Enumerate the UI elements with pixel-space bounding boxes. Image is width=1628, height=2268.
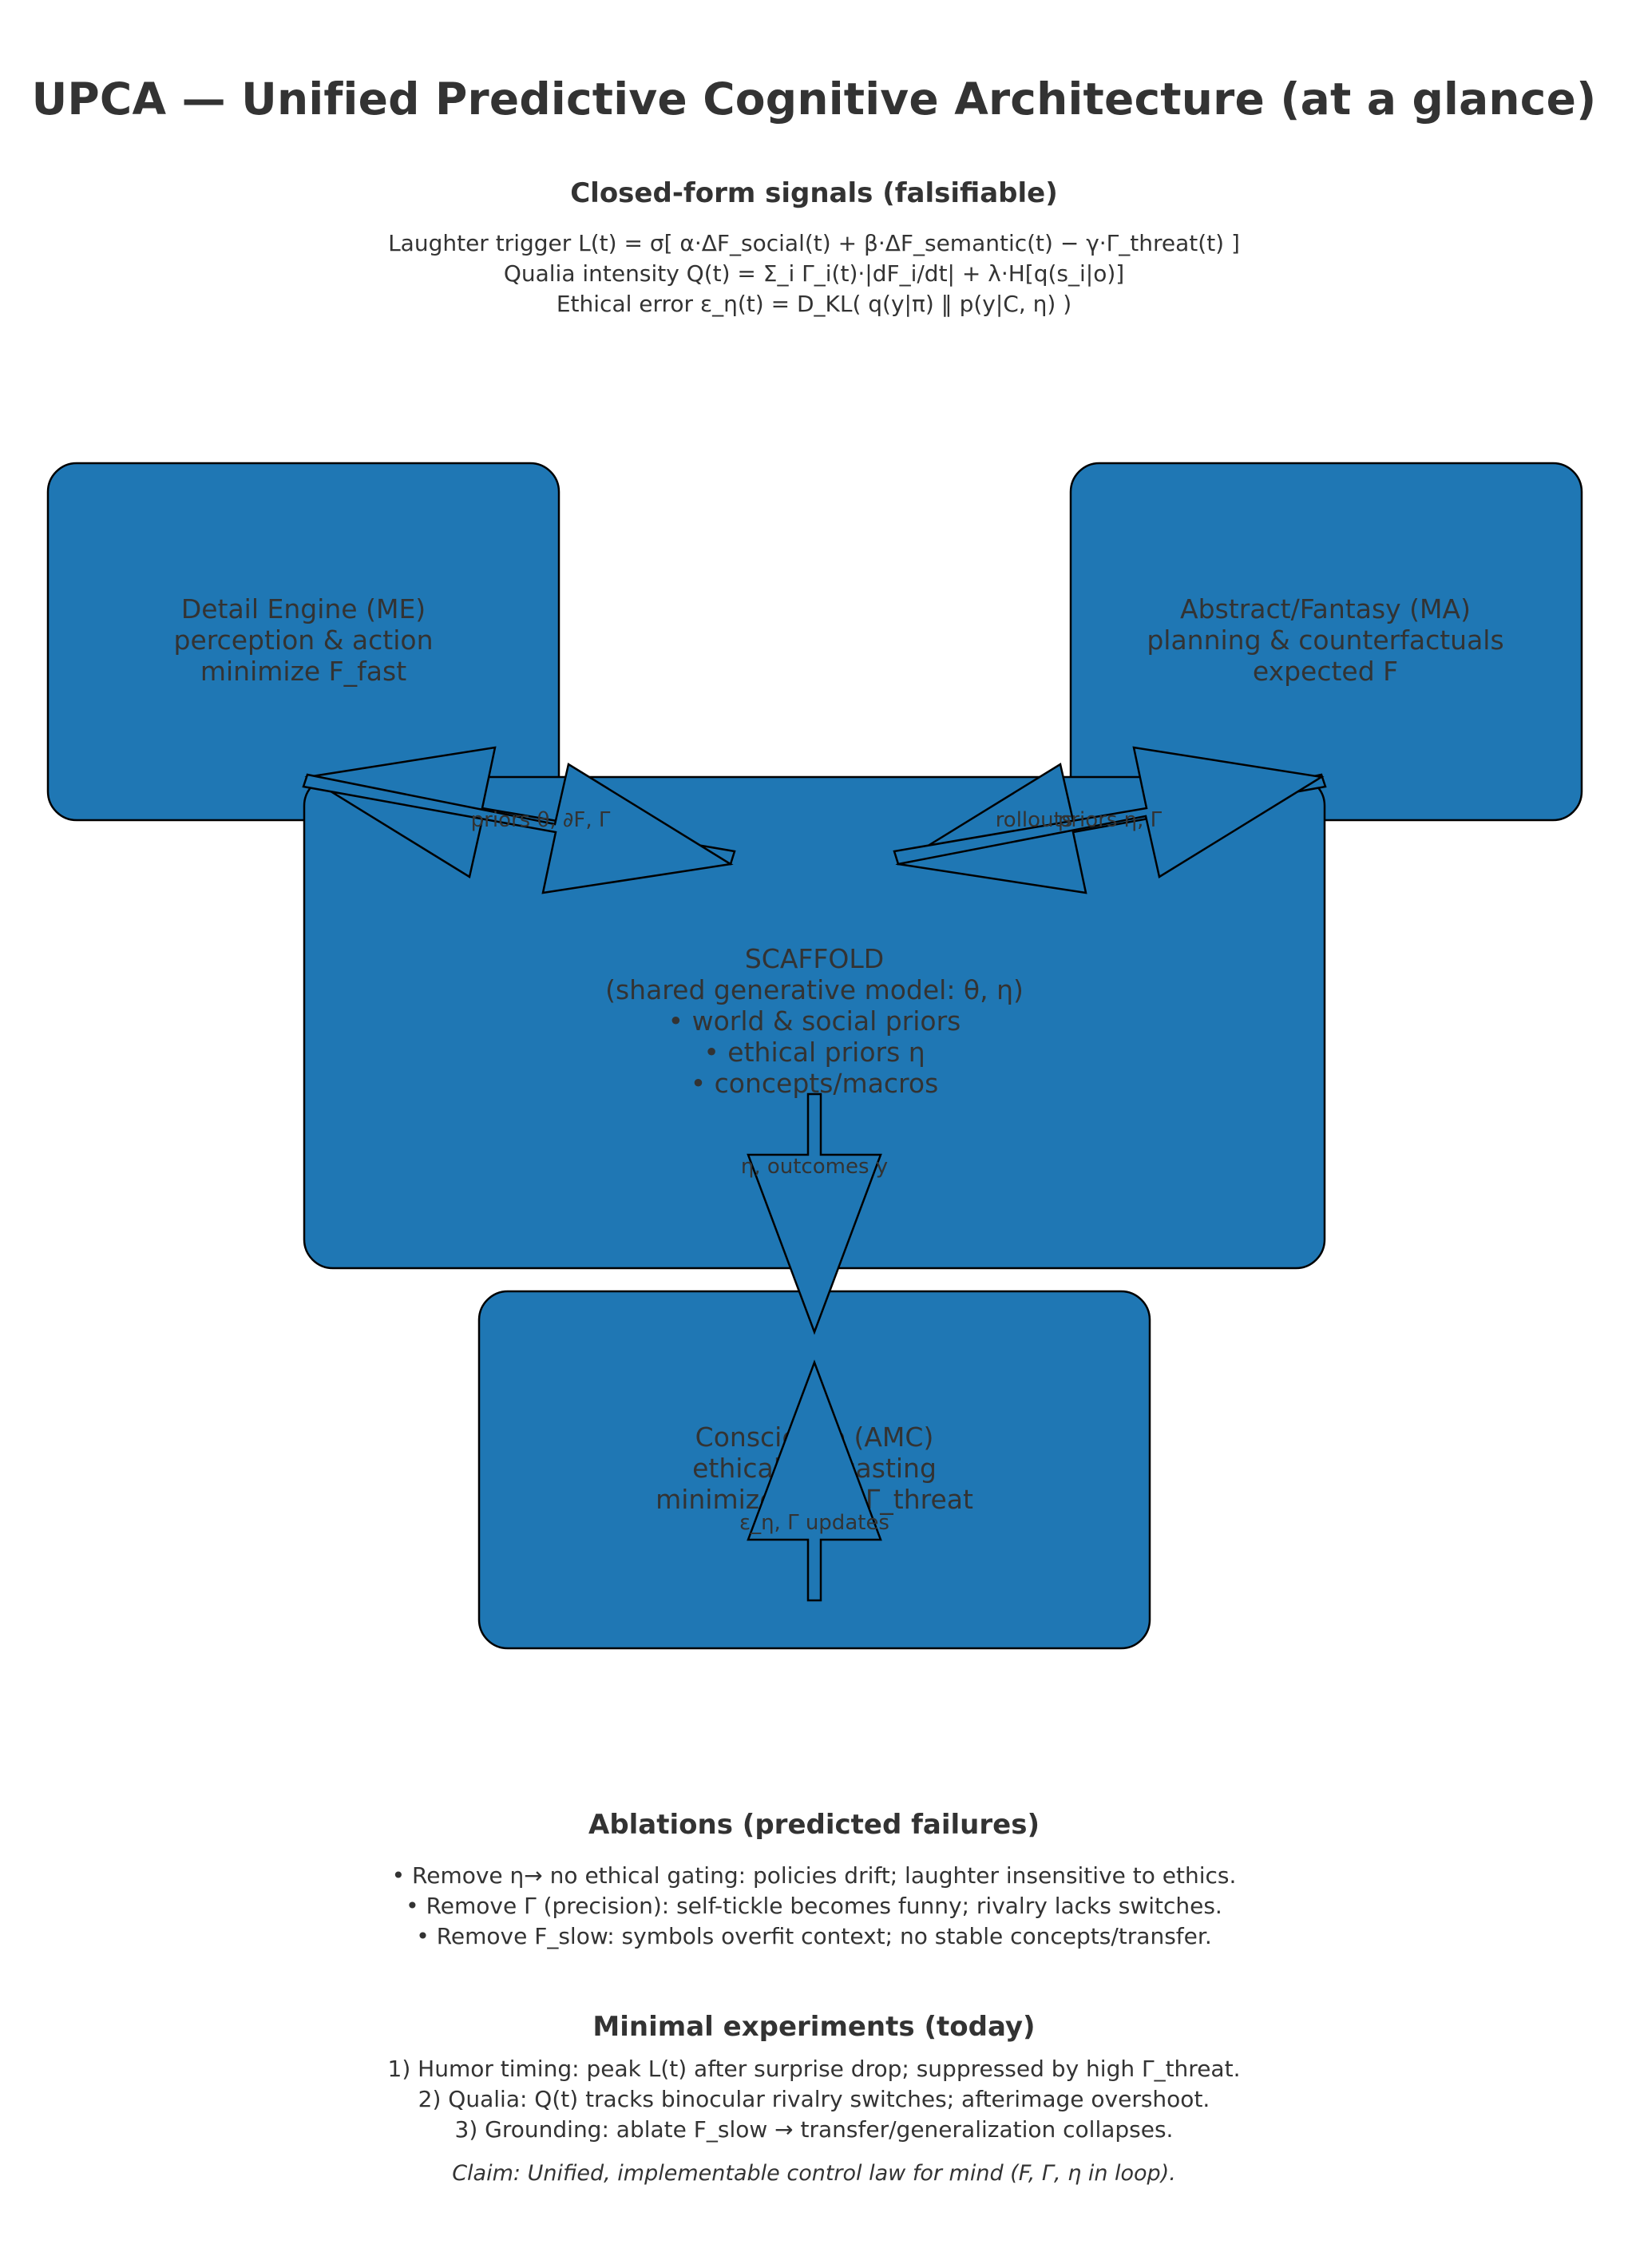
label-me-scaffold: priors θ, ∂F, Γ <box>471 808 611 832</box>
experiment-line-grounding: 3) Grounding: ablate F_slow → transfer/g… <box>454 2116 1174 2143</box>
page-title: UPCA — Unified Predictive Cognitive Arch… <box>31 73 1597 125</box>
me-label-line3: minimize F_fast <box>200 656 406 687</box>
ma-label-line2: planning & counterfactuals <box>1147 624 1503 656</box>
signal-line-ethical: Ethical error ε_η(t) = D_KL( q(y|π) ‖ p(… <box>556 291 1072 317</box>
label-amc-scaffold: ε_η, Γ updates <box>739 1511 889 1535</box>
experiments-heading: Minimal experiments (today) <box>592 2011 1036 2043</box>
scaffold-label-line4: • ethical priors η <box>703 1037 925 1068</box>
scaffold-label-line3: • world & social priors <box>668 1005 961 1037</box>
abstract-fantasy-box <box>1069 462 1583 822</box>
arrow-scaffold-to-ma <box>893 746 1325 878</box>
ablation-line-fslow: • Remove F_slow: symbols overfit context… <box>416 1923 1212 1949</box>
experiment-line-qualia: 2) Qualia: Q(t) tracks binocular rivalry… <box>418 2086 1210 2112</box>
experiment-line-humor: 1) Humor timing: peak L(t) after surpris… <box>387 2056 1241 2082</box>
me-label-line2: perception & action <box>174 624 434 656</box>
claim-text: Claim: Unified, implementable control la… <box>452 2161 1176 2186</box>
label-ma-rollouts: rollouts <box>996 808 1073 832</box>
signals-heading: Closed-form signals (falsifiable) <box>570 177 1058 209</box>
scaffold-label-title: SCAFFOLD <box>745 943 884 974</box>
arrow-me-to-scaffold <box>302 763 734 894</box>
ma-label-title: Abstract/Fantasy (MA) <box>1180 593 1471 624</box>
ma-label-line3: expected F <box>1253 656 1398 687</box>
signal-line-laughter: Laughter trigger L(t) = σ[ α·ΔF_social(t… <box>388 230 1240 256</box>
arrow-amc-to-scaffold <box>747 1359 882 1602</box>
signal-line-qualia: Qualia intensity Q(t) = Σ_i Γ_i(t)·|dF_i… <box>503 260 1125 287</box>
ablations-heading: Ablations (predicted failures) <box>588 1809 1040 1841</box>
label-ma-priors: priors η, Γ <box>1058 808 1163 832</box>
ablation-line-eta: • Remove η→ no ethical gating: policies … <box>391 1862 1237 1889</box>
ablation-line-gamma: • Remove Γ (precision): self-tickle beco… <box>406 1893 1222 1919</box>
me-label-title: Detail Engine (ME) <box>181 593 426 624</box>
label-scaffold-amc: η, outcomes y <box>741 1155 888 1179</box>
scaffold-label-line2: (shared generative model: θ, η) <box>605 974 1024 1005</box>
arrow-scaffold-to-amc <box>747 1092 882 1335</box>
